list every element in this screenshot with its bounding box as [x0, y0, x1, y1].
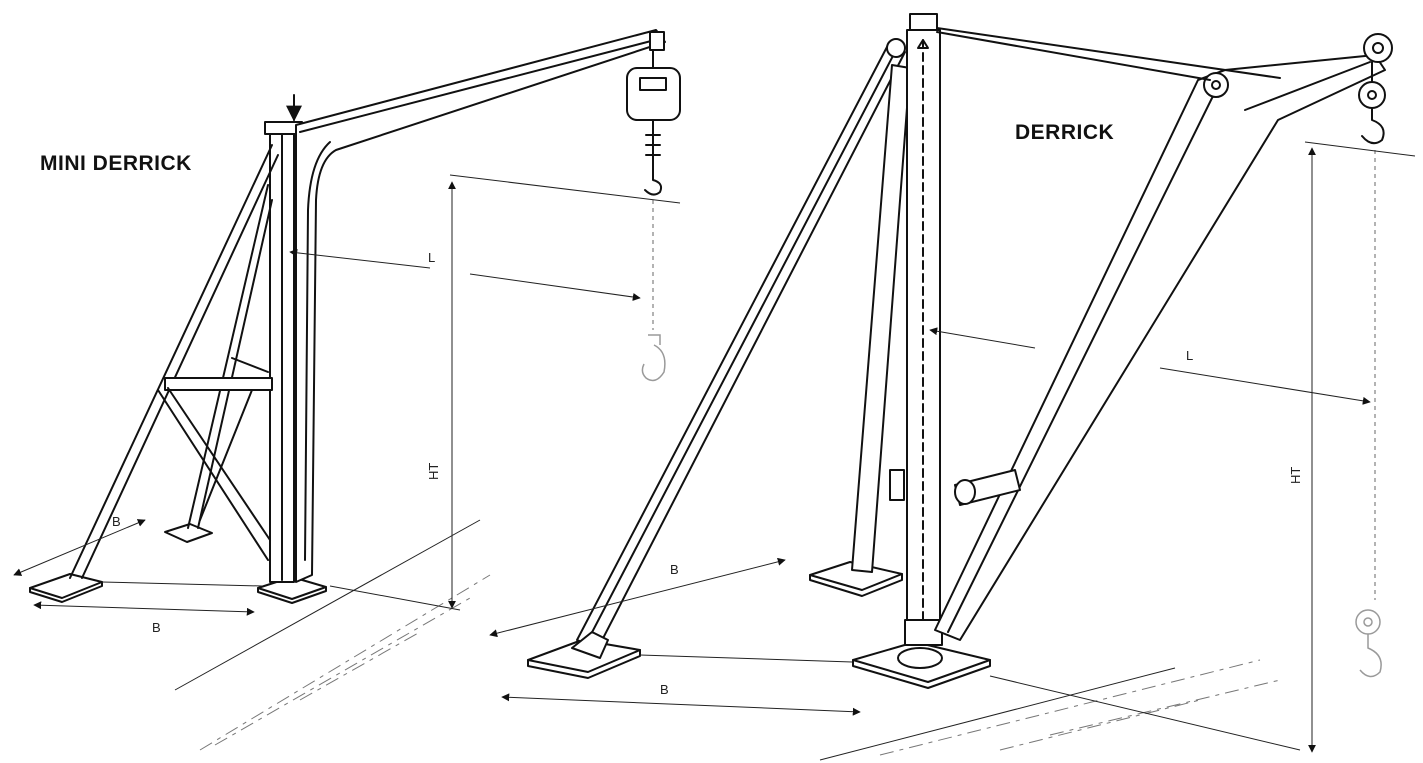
ground-derrick — [819, 659, 1281, 761]
mini-derrick-title: MINI DERRICK — [40, 152, 192, 175]
mini-boom — [295, 29, 666, 583]
derrick-label-B-back: B — [670, 562, 679, 577]
derrick-dim-HT: HT — [989, 141, 1416, 753]
derrick-title: DERRICK — [1015, 121, 1115, 144]
mini-cross-brace — [164, 377, 273, 391]
ground-mini — [174, 519, 491, 751]
derrick-boom — [934, 54, 1386, 641]
mini-label-HT: HT — [426, 463, 441, 480]
derrick-label-B-front: B — [660, 682, 669, 697]
winch-icon — [889, 469, 1021, 506]
derrick-wire — [936, 27, 1281, 79]
mini-label-B-front: B — [152, 620, 161, 635]
derrick-dim-B-front: B — [501, 654, 861, 716]
derrick-dim-B-back: B — [489, 557, 786, 638]
mini-label-B-side: B — [112, 514, 121, 529]
digital-scale-icon — [626, 31, 681, 171]
mini-base-plate-back — [164, 523, 213, 543]
hook-icon — [1361, 107, 1385, 145]
ghost-hook-icon — [1355, 150, 1382, 678]
mini-derrick: L HT B B — [13, 29, 681, 635]
mini-dim-L: L — [289, 174, 681, 301]
hook-icon — [644, 169, 663, 196]
derrick-dim-L: L — [929, 327, 1371, 405]
mini-dim-B-side: B — [13, 514, 146, 576]
derrick-label-L: L — [1186, 348, 1193, 363]
mini-dim-B-front: B — [33, 581, 263, 635]
mini-dim-HT: HT — [329, 181, 461, 611]
derrick-label-HT: HT — [1288, 467, 1303, 484]
derrick: L HT B B — [489, 13, 1416, 753]
ghost-hook-icon — [641, 200, 666, 382]
mini-label-L: L — [428, 250, 435, 265]
mini-leg-back — [187, 184, 269, 529]
mini-leg-front — [69, 144, 273, 579]
